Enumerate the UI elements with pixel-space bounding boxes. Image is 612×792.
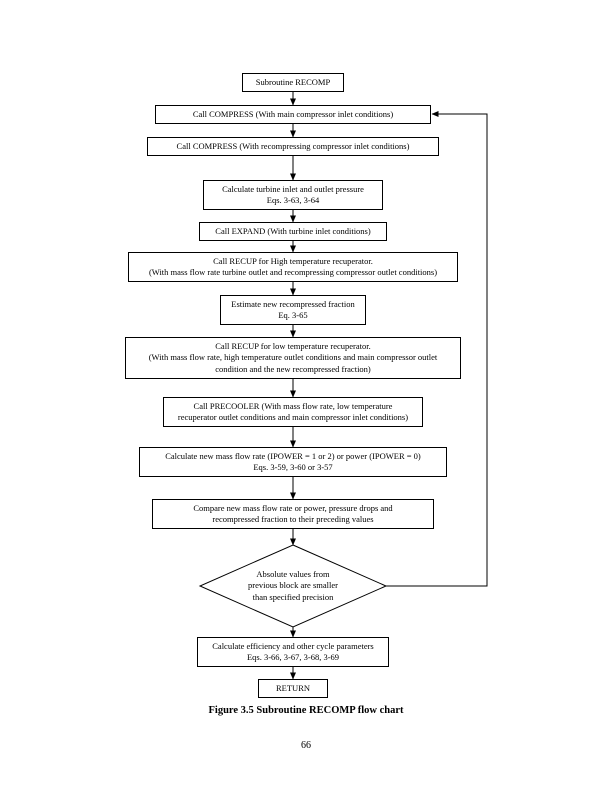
- flow-node-text: Calculate turbine inlet and outlet press…: [222, 183, 364, 194]
- flow-node-text: (With mass flow rate, high temperature o…: [148, 352, 438, 363]
- flow-node-return: RETURN: [258, 679, 328, 698]
- flow-node-calc-turbine-pressure: Calculate turbine inlet and outlet press…: [203, 180, 383, 210]
- flow-node-text: Call EXPAND (With turbine inlet conditio…: [215, 225, 371, 236]
- page-number: 66: [301, 740, 311, 751]
- flow-node-text: RETURN: [276, 682, 310, 693]
- flow-node-calc-efficiency: Calculate efficiency and other cycle par…: [197, 637, 389, 667]
- flow-node-text: than specified precision: [252, 591, 334, 602]
- figure-caption: Figure 3.5 Subroutine RECOMP flow chart: [208, 705, 404, 716]
- flow-node-text: Call RECUP for High temperature recupera…: [213, 255, 373, 266]
- flow-node-text: Call PRECOOLER (With mass flow rate, low…: [193, 400, 393, 411]
- flow-node-text: Call RECUP for low temperature recuperat…: [215, 341, 371, 352]
- flow-node-text: Eqs. 3-63, 3-64: [266, 195, 320, 205]
- flow-node-text: Eq. 3-65: [278, 310, 308, 320]
- flow-node-call-compress-recompressing: Call COMPRESS (With recompressing compre…: [147, 137, 439, 156]
- flow-node-call-recup-high: Call RECUP for High temperature recupera…: [128, 252, 458, 282]
- flow-node-compare-values: Compare new mass flow rate or power, pre…: [152, 499, 434, 529]
- flow-node-text: (With mass flow rate turbine outlet and …: [148, 267, 438, 277]
- flow-node-text: Calculate efficiency and other cycle par…: [212, 640, 374, 651]
- flow-node-text: Compare new mass flow rate or power, pre…: [193, 502, 393, 513]
- flow-node-start: Subroutine RECOMP: [242, 73, 344, 92]
- flow-node-call-expand: Call EXPAND (With turbine inlet conditio…: [199, 222, 387, 241]
- flow-node-text: Call COMPRESS (With main compressor inle…: [192, 108, 394, 119]
- flow-node-call-recup-low: Call RECUP for low temperature recuperat…: [125, 337, 461, 379]
- flow-node-decision-precision: Absolute values from previous block are …: [203, 551, 383, 621]
- feedback-loop-arrow: [386, 111, 488, 587]
- flow-node-text: Eqs. 3-66, 3-67, 3-68, 3-69: [246, 652, 340, 662]
- decision-diamond-shape: [198, 544, 388, 628]
- flow-node-text: recuperator outlet conditions and main c…: [177, 412, 409, 422]
- flow-node-text: Eqs. 3-59, 3-60 or 3-57: [253, 462, 333, 472]
- flow-node-text: Subroutine RECOMP: [255, 76, 331, 87]
- flow-node-text: condition and the new recompressed fract…: [215, 363, 371, 374]
- flow-node-calc-mass-flow-or-power: Calculate new mass flow rate (IPOWER = 1…: [139, 447, 447, 477]
- flow-node-text: Estimate new recompressed fraction: [231, 298, 355, 309]
- flow-node-text: Call COMPRESS (With recompressing compre…: [176, 140, 410, 151]
- flow-node-text: previous block are smaller: [248, 580, 338, 591]
- flow-node-text: Calculate new mass flow rate (IPOWER = 1…: [165, 450, 421, 461]
- flow-node-call-compress-main: Call COMPRESS (With main compressor inle…: [155, 105, 431, 124]
- flow-node-call-precooler: Call PRECOOLER (With mass flow rate, low…: [163, 397, 423, 427]
- flow-node-estimate-recompressed-fraction: Estimate new recompressed fraction Eq. 3…: [220, 295, 366, 325]
- flow-node-text: recompressed fraction to their preceding…: [212, 514, 374, 524]
- flow-node-text: Absolute values from: [256, 568, 330, 579]
